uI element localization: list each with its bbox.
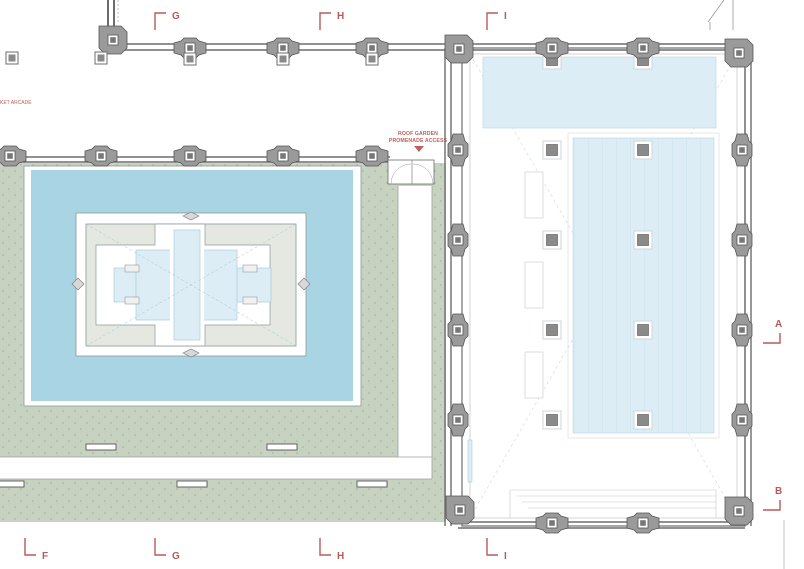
hall-upper-pool — [482, 56, 717, 129]
hall-long-pool — [572, 137, 715, 434]
grid-marker-top-i: I — [486, 11, 507, 30]
svg-text:G: G — [172, 551, 180, 562]
market-arcade-label: KET ARCADE — [0, 100, 32, 106]
grid-marker-bottom-f: F — [24, 538, 48, 562]
svg-text:H: H — [337, 551, 344, 562]
grid-marker-bottom-g: G — [154, 538, 180, 562]
promenade-access-label: PROMENADE ACCESS — [389, 138, 448, 144]
roof-garden-label: ROOF GARDEN — [398, 131, 438, 137]
svg-text:A: A — [775, 319, 782, 330]
walkway-upper — [0, 457, 432, 479]
upper-colonnade: ROOF GARDEN PROMENADE ACCESS KET ARCADE — [0, 0, 458, 185]
site-boundary — [707, 0, 785, 569]
grid-markers: G H I F G H I A — [24, 11, 782, 562]
svg-text:G: G — [172, 11, 180, 22]
svg-text:H: H — [337, 11, 344, 22]
courtyard-left — [0, 163, 446, 522]
svg-text:I: I — [504, 551, 507, 562]
grid-marker-right-b: B — [763, 486, 782, 511]
grid-marker-bottom-h: H — [319, 538, 344, 562]
grid-marker-top-h: H — [319, 11, 344, 30]
access-arrow — [414, 146, 424, 152]
svg-text:B: B — [775, 486, 782, 497]
grid-marker-right-a: A — [763, 319, 782, 344]
main-hall — [444, 34, 754, 534]
grid-marker-top-g: G — [154, 11, 180, 30]
grid-marker-bottom-i: I — [486, 538, 507, 562]
svg-text:F: F — [42, 551, 48, 562]
svg-text:I: I — [504, 11, 507, 22]
